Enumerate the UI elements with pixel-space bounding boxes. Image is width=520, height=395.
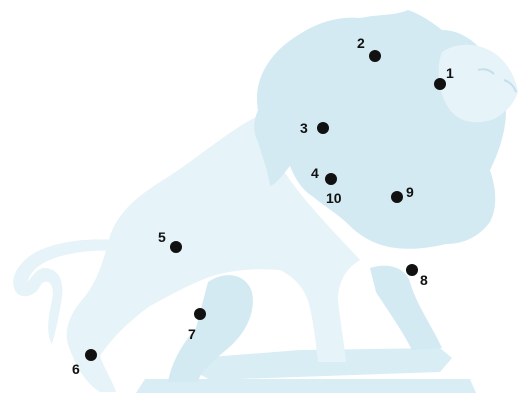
point-marker-4 (325, 173, 337, 185)
point-marker-7 (194, 308, 206, 320)
lion-face (439, 45, 518, 123)
point-marker-5 (170, 241, 182, 253)
point-label-7: 7 (188, 326, 196, 342)
point-label-10: 10 (326, 190, 342, 206)
point-label-2: 2 (357, 35, 365, 51)
lion-back-front-leg (370, 266, 442, 350)
point-marker-1 (434, 78, 446, 90)
point-marker-8 (406, 264, 418, 276)
point-label-3: 3 (300, 120, 308, 136)
point-marker-2 (369, 50, 381, 62)
point-label-5: 5 (158, 229, 166, 245)
point-marker-9 (391, 191, 403, 203)
point-label-9: 9 (406, 184, 414, 200)
point-label-1: 1 (446, 65, 454, 81)
point-label-8: 8 (420, 272, 428, 288)
point-label-4: 4 (311, 165, 319, 181)
point-marker-3 (317, 122, 329, 134)
point-marker-6 (85, 349, 97, 361)
point-label-6: 6 (72, 361, 80, 377)
